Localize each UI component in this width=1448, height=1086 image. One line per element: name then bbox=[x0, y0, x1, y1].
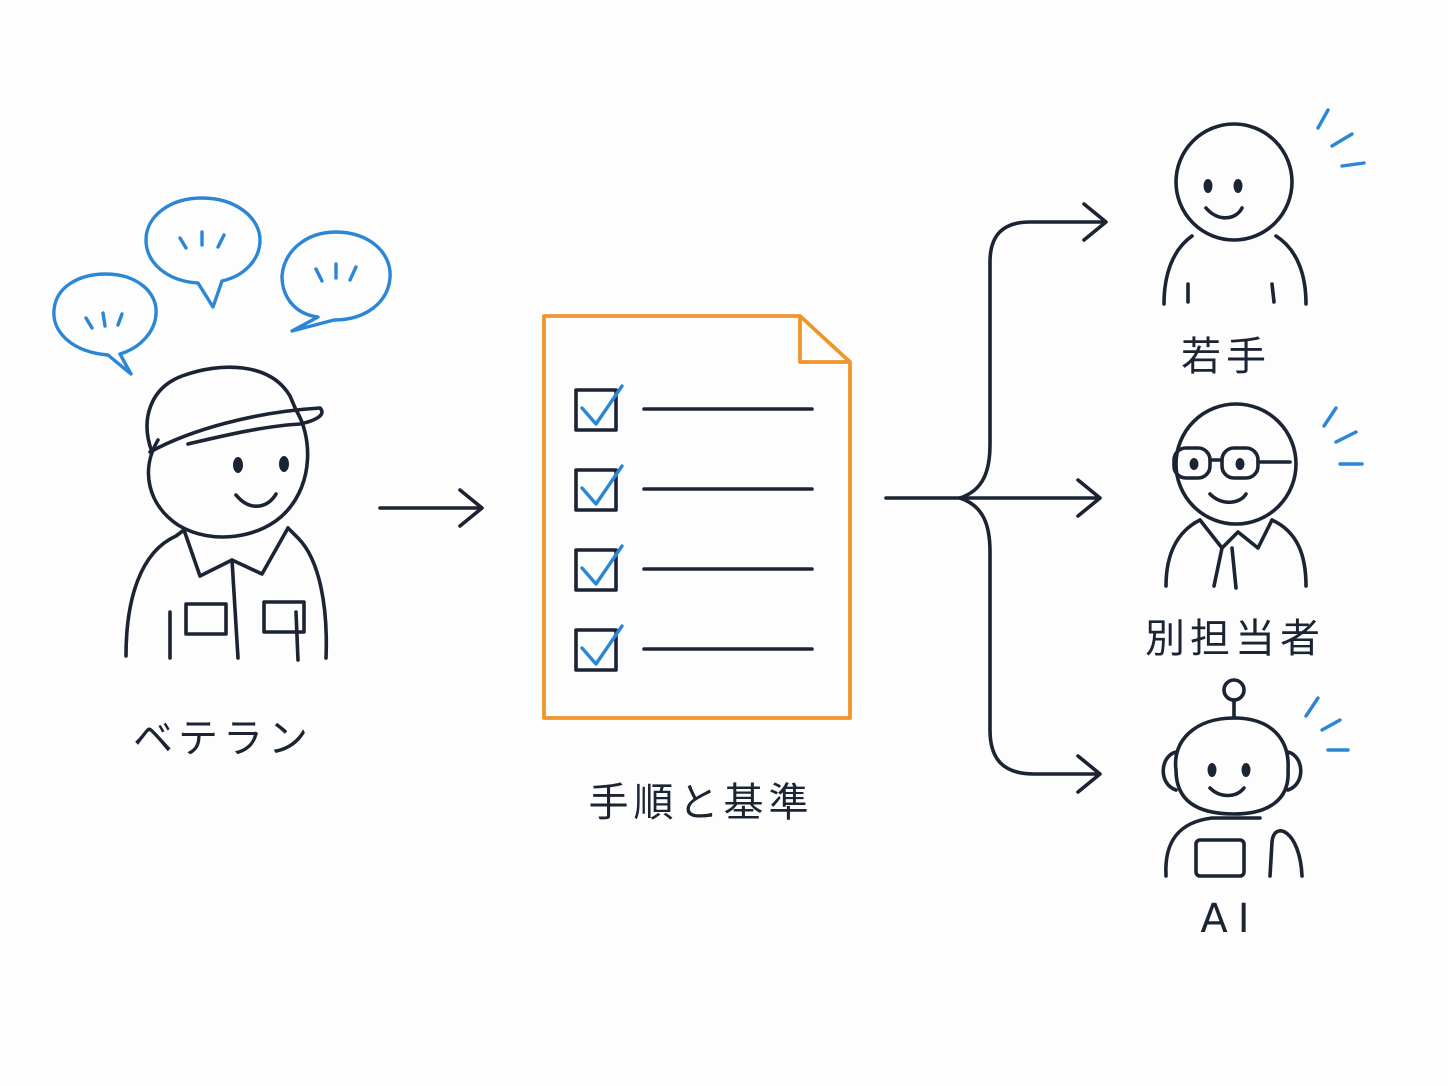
checklist-document-icon bbox=[542, 314, 852, 720]
document-label: 手順と基準 bbox=[588, 780, 814, 826]
sparkle-icon bbox=[1316, 108, 1366, 168]
young-person-figure bbox=[1162, 122, 1308, 306]
speech-bubble-icon bbox=[144, 196, 262, 309]
branch-arrows bbox=[884, 202, 1108, 794]
young-label: 若手 bbox=[1181, 334, 1271, 380]
sparkle-icon bbox=[1322, 406, 1364, 466]
veteran-label: ベテラン bbox=[133, 716, 313, 762]
checklist-item bbox=[574, 464, 814, 512]
speech-bubble-icon bbox=[52, 272, 158, 376]
other-person-label: 別担当者 bbox=[1145, 616, 1325, 662]
arrow-right-icon bbox=[378, 488, 484, 528]
checklist-item bbox=[574, 624, 814, 672]
veteran-worker-figure bbox=[124, 365, 329, 662]
sparkle-icon bbox=[1304, 696, 1350, 752]
checklist-item bbox=[574, 544, 814, 592]
checklist-item bbox=[574, 384, 814, 432]
ai-robot-figure bbox=[1161, 678, 1304, 878]
speech-bubble-icon bbox=[280, 230, 392, 333]
other-person-figure bbox=[1164, 402, 1308, 590]
ai-label: AI bbox=[1200, 896, 1260, 942]
